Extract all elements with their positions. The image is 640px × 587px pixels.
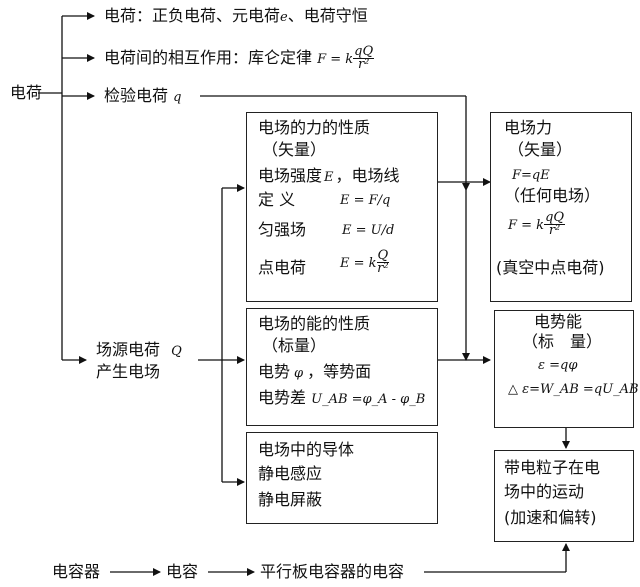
uniform-field-label: 匀强场 [258, 220, 307, 239]
symbol-E: E [324, 170, 334, 185]
field-strength-label: 电场强度 [258, 166, 323, 185]
uniform-field-formula: E = U/d [342, 223, 395, 238]
motion-line1: 带电粒子在电 [504, 458, 601, 477]
coulomb-num: qQ [353, 44, 375, 59]
potential-energy-subtitle: （标 量） [522, 332, 603, 351]
electrostatic-induction: 静电感应 [258, 464, 323, 483]
potential-energy-title: 电势能 [534, 312, 583, 331]
energy-formula-q-phi: ε =qφ [538, 358, 578, 373]
electrostatic-shielding: 静电屏蔽 [258, 490, 323, 509]
branch-coulomb-text: 电荷间的相互作用：库仑定律 [104, 48, 313, 67]
particle-motion-box [494, 450, 634, 542]
force-den: r² [548, 223, 561, 238]
capacitance-node: 电容 [166, 562, 199, 581]
branch-test-charge: 检验电荷 q [104, 86, 181, 108]
potential-energy-box [494, 310, 634, 428]
symbol-e: e [280, 10, 288, 25]
force-box-subtitle: （矢量） [262, 140, 327, 159]
force-box-title: 电场的力的性质 [258, 118, 371, 137]
branch-charge: 电荷：正负电荷、元电荷e、电荷守恒 [104, 6, 368, 28]
definition-formula: E = F/q [340, 193, 391, 208]
coulomb-den: r² [357, 57, 370, 72]
motion-line3: (加速和偏转) [504, 508, 597, 527]
equipotential-label: ，等势面 [307, 362, 372, 381]
coulomb-lhs: F = k [317, 52, 354, 67]
energy-box-subtitle: （标量） [262, 336, 327, 355]
energy-change-formula: △ ε=W_AB =qU_AB [508, 382, 639, 397]
conductor-title: 电场中的导体 [258, 440, 355, 459]
energy-box-title: 电场的能的性质 [258, 314, 371, 333]
energy-property-box [246, 308, 438, 426]
electric-force-box [490, 112, 632, 302]
potential-difference-formula: U_AB =φ_A - φ_B [311, 392, 426, 407]
conductor-box [246, 432, 438, 524]
point-den: r² [377, 261, 389, 276]
source-charge-text: 场源电荷 [96, 340, 161, 359]
root-node: 电荷 [10, 83, 43, 102]
branch-charge-suffix: 、电荷守恒 [287, 6, 368, 25]
force-formula-qE: F=qE [512, 168, 550, 183]
definition-label: 定 义 [258, 190, 296, 209]
motion-line2: 场中的运动 [504, 482, 585, 501]
potential-difference-row: 电势差 U_AB =φ_A - φ_B [258, 388, 425, 410]
any-field-note: （任何电场） [504, 186, 601, 205]
force-lhs: F = k [508, 218, 545, 233]
force-num: qQ [544, 210, 566, 225]
electric-force-subtitle: （矢量） [508, 140, 573, 159]
parallel-plate-node: 平行板电容器的电容 [260, 562, 405, 581]
symbol-phi: φ [294, 366, 304, 381]
field-lines-label: ，电场线 [335, 166, 400, 185]
symbol-q: q [173, 90, 182, 105]
potential-difference-label: 电势差 [258, 388, 307, 407]
force-property-box [246, 112, 438, 302]
point-lhs: E = k [340, 256, 377, 271]
source-field-text: 产生电场 [96, 362, 161, 381]
vacuum-point-note: (真空中点电荷) [496, 258, 605, 277]
point-num: Q [376, 248, 390, 263]
test-charge-text: 检验电荷 [104, 86, 169, 105]
point-charge-label: 点电荷 [258, 258, 307, 277]
electric-force-title: 电场力 [504, 118, 553, 137]
branch-source-charge: 场源电荷 Q [96, 340, 182, 362]
branch-charge-text: 电荷：正负电荷、元电荷 [104, 6, 281, 25]
symbol-Q: Q [171, 344, 182, 359]
potential-label: 电势 [258, 362, 291, 381]
capacitor-node: 电容器 [52, 562, 101, 581]
